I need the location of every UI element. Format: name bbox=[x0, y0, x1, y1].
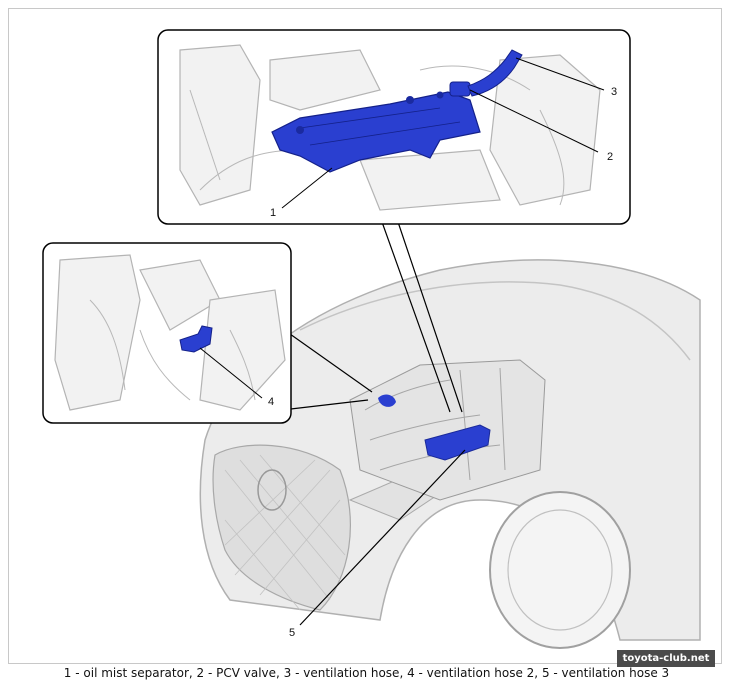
pcv-valve bbox=[449, 81, 471, 97]
callout-3: 3 bbox=[611, 86, 617, 98]
ventilation-hose-2-car bbox=[378, 394, 396, 407]
ventilation-hose-2 bbox=[179, 325, 213, 353]
ventilation-hose bbox=[467, 49, 523, 97]
detail-inset-left: 4 bbox=[42, 242, 292, 424]
leader-lines bbox=[264, 221, 466, 626]
detail-inset-top: 1 2 3 bbox=[157, 29, 631, 225]
engine-bay bbox=[349, 359, 546, 501]
callout-2: 2 bbox=[607, 151, 613, 163]
callout-4: 4 bbox=[268, 396, 274, 408]
callout-1: 1 bbox=[270, 207, 276, 219]
watermark: toyota-club.net bbox=[617, 650, 715, 667]
oil-mist-separator-car bbox=[424, 424, 491, 461]
grille-pattern bbox=[224, 454, 346, 611]
lexus-emblem bbox=[257, 469, 287, 511]
callout-5: 5 bbox=[289, 627, 295, 639]
car-body bbox=[199, 259, 701, 649]
grille bbox=[212, 444, 351, 611]
front-wheel bbox=[489, 491, 631, 649]
figure-caption: 1 - oil mist separator, 2 - PCV valve, 3… bbox=[63, 666, 670, 680]
oil-mist-separator bbox=[271, 91, 481, 173]
